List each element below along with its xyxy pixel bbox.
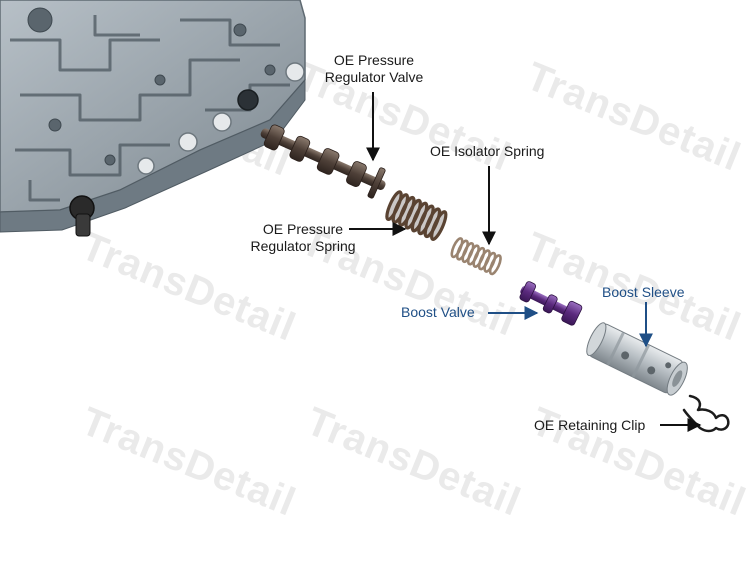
label-boost-valve: Boost Valve <box>401 304 475 320</box>
label-pressure-regulator-spring-line2: Regulator Spring <box>250 238 356 254</box>
boost-valve <box>519 281 583 326</box>
boost-sleeve <box>586 322 688 396</box>
pressure-regulator-spring <box>385 190 448 241</box>
leader-arrows <box>349 92 702 432</box>
label-boost-sleeve: Boost Sleeve <box>602 284 685 300</box>
label-isolator-spring: OE Isolator Spring <box>430 143 545 159</box>
pressure-regulator-valve <box>260 124 386 199</box>
label-retaining-clip: OE Retaining Clip <box>534 417 646 433</box>
label-pressure-regulator-valve-line2: Regulator Valve <box>324 69 424 85</box>
valve-body <box>0 0 306 237</box>
label-pressure-regulator-spring: OE Pressure Regulator Spring <box>238 221 368 255</box>
label-pressure-regulator-valve: OE Pressure Regulator Valve <box>318 52 430 86</box>
label-pressure-regulator-valve-line1: OE Pressure <box>333 52 415 68</box>
isolator-spring <box>450 237 502 276</box>
label-pressure-regulator-spring-line1: OE Pressure <box>262 221 344 237</box>
